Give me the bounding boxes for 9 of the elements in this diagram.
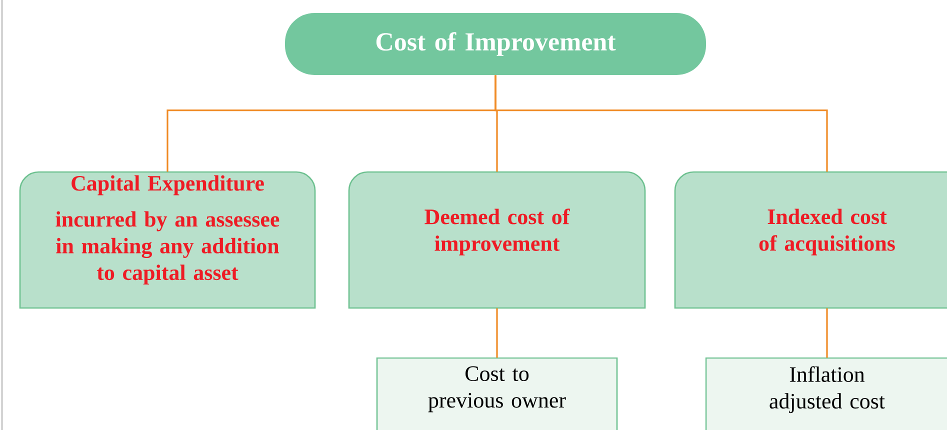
detail-box: Cost to previous owner <box>376 357 618 430</box>
connector-line <box>496 308 498 358</box>
detail-box: Inflation adjusted cost <box>705 357 947 430</box>
category-box: Deemed cost of improvement <box>348 171 646 309</box>
connector-line <box>494 75 828 172</box>
title-box: Cost of Improvement <box>285 13 706 75</box>
category-box: Indexed cost of acquisitions <box>674 171 947 309</box>
connector-line <box>826 308 828 358</box>
category-box: Capital Expenditure incurred by an assessee in making any addition to capital asset <box>19 171 316 309</box>
